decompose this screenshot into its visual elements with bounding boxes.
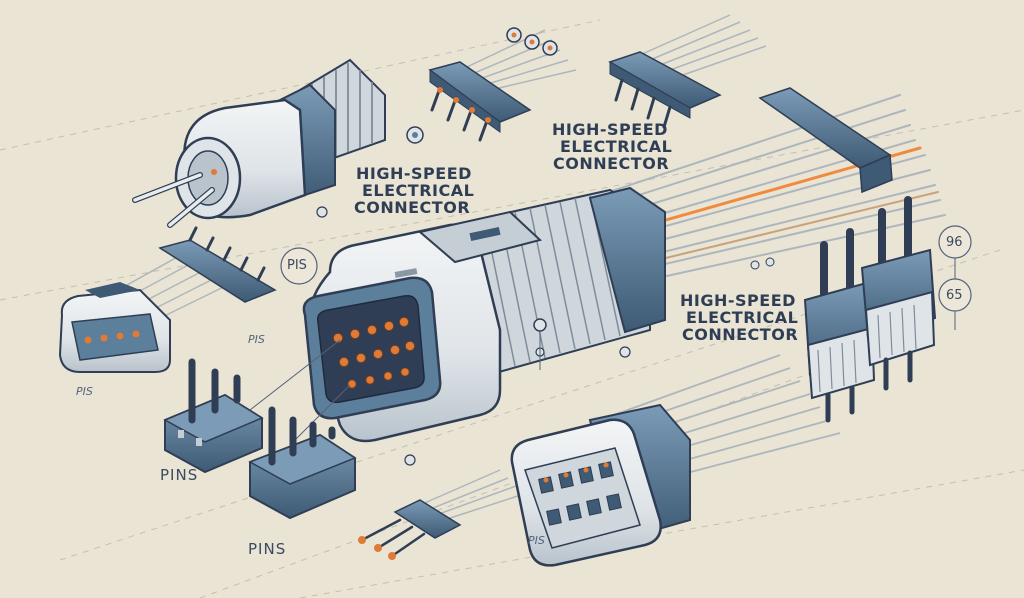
pis-callout-circle — [280, 247, 318, 285]
cylindrical-plug — [132, 58, 386, 228]
title-a-line1: HIGH-SPEED — [356, 164, 472, 183]
pin-header-top-center — [428, 29, 577, 142]
title-a-line3: CONNECTOR — [354, 198, 471, 217]
pin-block-2 — [248, 406, 357, 520]
pins-label-1: PINS — [160, 466, 199, 484]
title-b-line1: HIGH-SPEED — [552, 120, 668, 139]
two-pin-plugs-right — [803, 196, 972, 423]
female-connector-right — [510, 354, 841, 567]
title-b-line3: CONNECTOR — [553, 154, 670, 173]
pin-strip-bottom — [358, 469, 525, 560]
callout-lines — [249, 330, 541, 446]
pis-small-label-2: PIS — [248, 333, 265, 346]
pin-header-top-right — [608, 14, 767, 129]
pis-small-label-1: PIS — [76, 385, 93, 398]
title-a-line2: ELECTRICAL — [362, 181, 475, 200]
number-label-65: 65 — [946, 288, 963, 303]
title-b-line2: ELECTRICAL — [560, 137, 673, 156]
ribbon-clamp-top-right — [758, 87, 893, 194]
title-c-line1: HIGH-SPEED — [680, 291, 796, 310]
pin-block-1 — [163, 358, 264, 474]
washer-icons — [316, 27, 775, 466]
flat-connector-left — [58, 226, 277, 373]
number-label-96: 96 — [946, 235, 963, 250]
title-c-line3: CONNECTOR — [682, 325, 799, 344]
main-connector — [302, 186, 666, 443]
pins-label-2: PINS — [248, 540, 287, 558]
pis-small-label-3: PIS — [528, 534, 545, 547]
pis-label: PIS — [287, 258, 307, 273]
title-c-line2: ELECTRICAL — [686, 308, 799, 327]
